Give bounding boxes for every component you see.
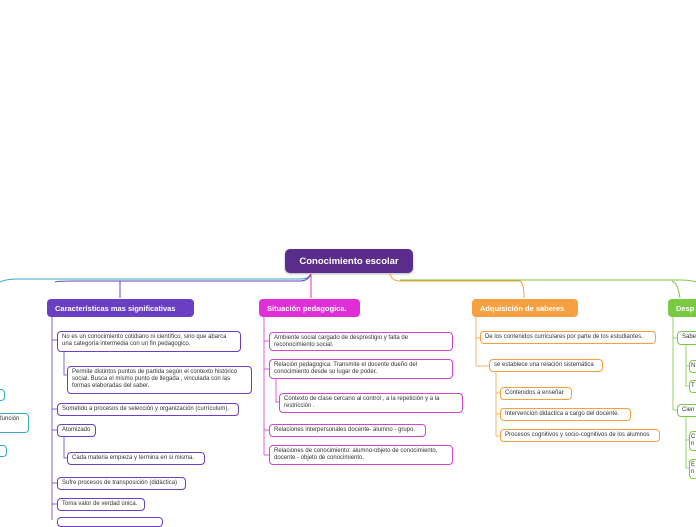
subtopic-node[interactable]: [0, 445, 7, 457]
subtopic-node[interactable]: Atomizado: [57, 424, 96, 437]
subtopic-node[interactable]: Toma valor de verdad única.: [57, 498, 145, 511]
subtopic-node[interactable]: Relación pedagogica: Transmite el docent…: [269, 359, 453, 379]
subtopic-node[interactable]: se establece una relación sistemática: [489, 359, 603, 372]
branch-desp[interactable]: Desp: [668, 299, 696, 317]
branch-situacion[interactable]: Situación pedagogica.: [259, 299, 360, 317]
branch-caracteristicas[interactable]: Características mas significativas: [47, 299, 194, 317]
subtopic-node[interactable]: T: [689, 380, 696, 393]
subtopic-node[interactable]: Cien: [677, 404, 696, 417]
subtopic-node[interactable]: Sabe: [677, 331, 696, 345]
subtopic-node[interactable]: [0, 389, 5, 401]
subtopic-node[interactable]: C n: [689, 431, 696, 451]
subtopic-node[interactable]: Sometido a procesos de selección y organ…: [57, 403, 239, 416]
subtopic-node[interactable]: Relaciones de conocimiento: alumno-objet…: [269, 445, 453, 465]
root-node[interactable]: Conocimiento escolar: [285, 249, 413, 273]
subtopic-node[interactable]: N: [689, 360, 696, 373]
subtopic-node[interactable]: Intervencion didactica a cargo del docen…: [500, 408, 631, 421]
subtopic-node-partial[interactable]: [57, 517, 163, 527]
subtopic-node[interactable]: Sufre procesos de transposición (didácti…: [57, 477, 186, 490]
subtopic-node[interactable]: Procesos cognitivos y socio-cognitivos d…: [500, 429, 660, 442]
branch-adquisicion[interactable]: Adquisición de saberes: [472, 299, 578, 317]
subtopic-node[interactable]: E n: [689, 459, 696, 479]
subtopic-node[interactable]: No es un conocimiento cotidiano ni cient…: [57, 331, 241, 352]
subtopic-node[interactable]: De los contenidos curriculares por parte…: [480, 331, 656, 344]
subtopic-node[interactable]: Cada materia empieza y termina en si mis…: [67, 452, 205, 465]
subtopic-node[interactable]: Contexto de clase cercano al control , a…: [279, 393, 463, 413]
subtopic-node[interactable]: Ambiente social cargado de desprestigio …: [269, 332, 453, 351]
subtopic-node[interactable]: función: [0, 413, 29, 433]
subtopic-node[interactable]: Relaciones interpersonales docente- alum…: [269, 424, 426, 437]
subtopic-node[interactable]: Permite distintos puntos de partida segú…: [67, 366, 252, 394]
subtopic-node[interactable]: Contenidos a enseñar: [500, 387, 572, 400]
